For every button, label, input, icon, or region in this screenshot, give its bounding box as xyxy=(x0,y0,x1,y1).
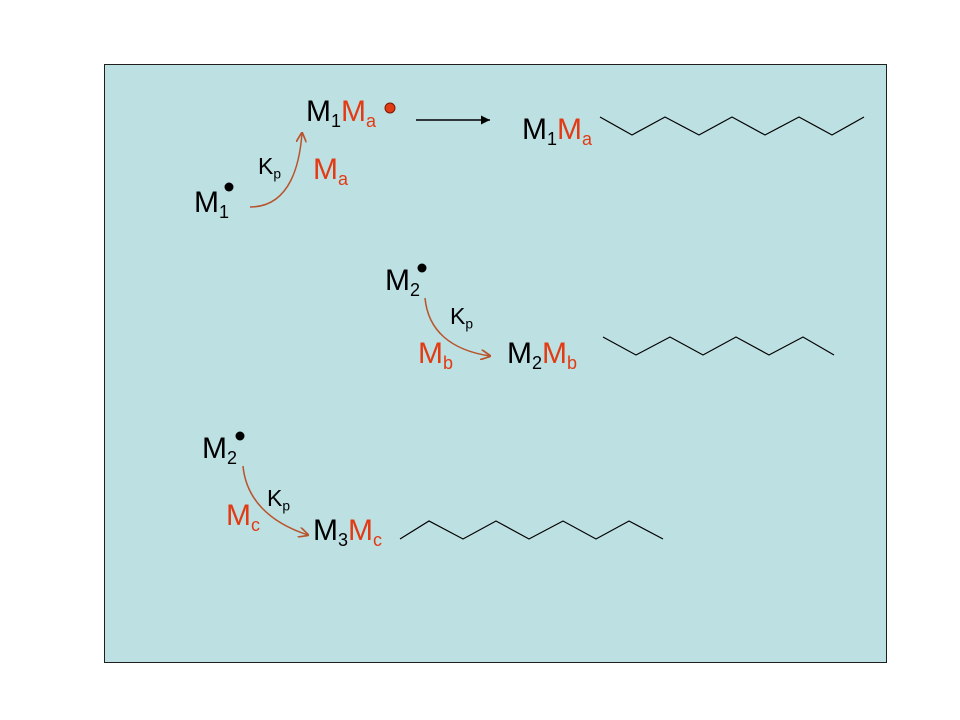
radical-dot-2 xyxy=(417,263,427,273)
curved-arrow-1 xyxy=(249,133,302,208)
monomer-c: Mc xyxy=(226,499,260,535)
rate-constant-3: Kp xyxy=(267,485,291,514)
radical-dot-product-1 xyxy=(384,102,396,114)
curved-arrow-2 xyxy=(424,297,490,356)
product-m1ma-radical: M1Ma xyxy=(306,95,377,131)
reactant-m2-top: M2 xyxy=(385,264,421,300)
polymer-chain-1 xyxy=(599,116,865,136)
monomer-a: Ma xyxy=(313,153,349,189)
reactant-m2-bottom: M2 xyxy=(202,432,238,468)
polymer-chain-3 xyxy=(399,520,664,540)
radical-dot-1 xyxy=(224,182,234,192)
polymer-m3mc: M3Mc xyxy=(313,514,383,550)
polymer-m1ma: M1Ma xyxy=(522,113,593,149)
monomer-b: Mb xyxy=(418,337,454,373)
curved-arrow-3 xyxy=(242,465,308,535)
radical-dot-3 xyxy=(235,431,245,441)
rate-constant-2: Kp xyxy=(450,303,474,332)
polymer-m2mb: M2Mb xyxy=(507,337,578,373)
polymer-chain-2 xyxy=(602,336,835,356)
reactant-m1: M1 xyxy=(194,186,230,222)
slide-panel xyxy=(104,64,887,663)
rate-constant-1: Kp xyxy=(258,153,282,182)
